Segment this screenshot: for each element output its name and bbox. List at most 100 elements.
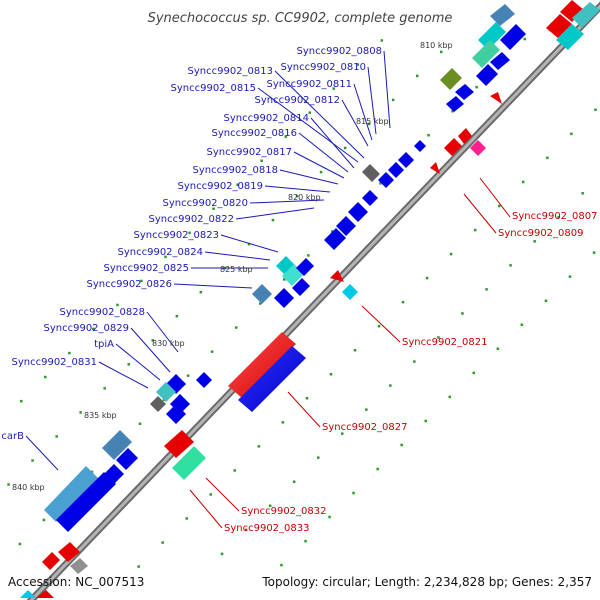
- scale-label: 830 kbp: [152, 339, 185, 348]
- forward-leader-line: [235, 207, 315, 220]
- gene-feature-forward: [378, 172, 394, 188]
- scale-tick: [103, 387, 106, 390]
- forward-leader-line: [274, 70, 365, 159]
- scale-tick: [308, 111, 311, 114]
- gene-label[interactable]: Syncc9902_0825: [104, 263, 190, 274]
- gene-label[interactable]: Syncc9902_0819: [178, 181, 264, 192]
- scale-tick: [380, 39, 384, 42]
- gene-label[interactable]: Syncc9902_0818: [193, 165, 279, 176]
- gene-label[interactable]: Syncc9902_0811: [267, 79, 353, 90]
- gene-feature-reverse: [560, 0, 584, 22]
- forward-leader-line: [146, 311, 179, 353]
- genome-summary-text: Topology: circular; Length: 2,234,828 bp…: [261, 575, 592, 589]
- scale-tick: [523, 37, 526, 41]
- gene-label[interactable]: Syncc9902_0827: [322, 422, 408, 433]
- gene-label[interactable]: Syncc9902_0808: [297, 46, 383, 57]
- forward-leader-line: [25, 435, 59, 471]
- gene-feature-forward: [348, 202, 368, 222]
- gene-feature-forward: [156, 382, 176, 402]
- scale-tick: [332, 87, 335, 90]
- gene-label[interactable]: Syncc9902_0826: [87, 279, 173, 290]
- gene-label[interactable]: Syncc9902_0810: [281, 62, 367, 73]
- gene-label[interactable]: Syncc9902_0823: [134, 230, 220, 241]
- gene-label[interactable]: Syncc9902_0822: [149, 214, 235, 225]
- forward-leader-line: [173, 283, 253, 289]
- reverse-leader-line: [361, 305, 401, 343]
- scale-tick: [283, 278, 286, 281]
- scale-tick: [377, 324, 381, 328]
- scale-tick: [280, 563, 283, 567]
- scale-tick: [233, 469, 236, 472]
- gene-feature-forward: [324, 228, 346, 250]
- genome-backbone: [26, 1, 600, 600]
- gene-label[interactable]: Syncc9902_0824: [118, 247, 204, 258]
- forward-leader-line: [298, 132, 349, 173]
- gene-feature-forward: [490, 4, 515, 26]
- scale-tick: [546, 156, 549, 160]
- gene-label[interactable]: carB: [1, 431, 24, 442]
- gene-feature-forward: [102, 430, 132, 460]
- gene-label[interactable]: tpiA: [94, 339, 114, 350]
- gene-label[interactable]: Syncc9902_0832: [241, 506, 327, 517]
- forward-leader-line: [383, 50, 391, 129]
- scale-tick: [581, 192, 584, 195]
- scale-tick: [140, 279, 143, 283]
- scale-tick: [55, 435, 58, 438]
- scale-ticks: [7, 37, 597, 568]
- scale-tick: [353, 349, 357, 352]
- gene-feature-reverse: [444, 138, 462, 156]
- scale-tick: [413, 360, 416, 363]
- scale-tick: [31, 459, 34, 462]
- forward-leader-line: [341, 99, 369, 147]
- gene-label[interactable]: Syncc9902_0814: [224, 113, 310, 124]
- gene-label[interactable]: Syncc9902_0820: [163, 198, 249, 209]
- scale-tick: [18, 542, 22, 546]
- gene-feature-reverse: [36, 590, 54, 598]
- scale-tick: [209, 493, 212, 496]
- scale-tick: [522, 180, 525, 184]
- scale-labels: 810 kbp 815 kbp 820 kbp 825 kbp 830 kbp …: [12, 41, 453, 492]
- gene-label[interactable]: Syncc9902_0817: [207, 147, 293, 158]
- scale-tick: [79, 411, 82, 414]
- gene-label[interactable]: Syncc9902_0821: [402, 337, 488, 348]
- scale-tick: [570, 132, 573, 136]
- gene-feature-reverse: [458, 128, 472, 144]
- gene-label[interactable]: Syncc9902_0813: [188, 66, 274, 77]
- gene-feature-forward: [116, 448, 138, 470]
- scale-tick: [594, 108, 597, 111]
- gene-feature-forward: [414, 140, 426, 152]
- gene-label[interactable]: Syncc9902_0833: [224, 523, 310, 534]
- gene-label[interactable]: Syncc9902_0809: [498, 228, 584, 239]
- reverse-leader-line: [205, 477, 240, 512]
- scale-tick: [400, 443, 403, 447]
- gene-label[interactable]: Syncc9902_0807: [512, 211, 598, 222]
- scale-tick: [427, 134, 430, 137]
- gene-feature-reverse: [164, 430, 194, 458]
- gene-feature-forward: [104, 464, 124, 484]
- forward-leader-line: [257, 87, 359, 163]
- gene-label[interactable]: Syncc9902_0831: [12, 357, 98, 368]
- scale-tick: [7, 483, 10, 486]
- gene-label[interactable]: Syncc9902_0812: [255, 95, 341, 106]
- forward-gene-labels: Syncc9902_0808 Syncc9902_0810 Syncc9902_…: [1, 46, 382, 442]
- scale-tick: [379, 182, 382, 185]
- gene-feature-reverse: [20, 590, 36, 598]
- scale-tick: [271, 218, 275, 222]
- label-leader-lines: [25, 50, 511, 529]
- gene-feature-forward: [472, 40, 500, 68]
- gene-label[interactable]: Syncc9902_0828: [60, 307, 146, 318]
- gene-feature-forward: [455, 84, 474, 100]
- gene-label[interactable]: Syncc9902_0815: [171, 83, 257, 94]
- scale-tick: [365, 408, 368, 411]
- scale-tick: [307, 254, 310, 257]
- scale-tick: [424, 419, 427, 423]
- gene-label[interactable]: Syncc9902_0829: [44, 323, 130, 334]
- forward-leader-line: [130, 327, 171, 373]
- scale-tick: [235, 326, 238, 329]
- gene-feature-forward: [440, 68, 462, 90]
- gene-feature-reverse: [330, 270, 344, 282]
- scale-tick: [138, 422, 142, 425]
- gene-label[interactable]: Syncc9902_0816: [212, 128, 298, 139]
- forward-leader-line: [220, 234, 279, 253]
- forward-leader-line: [204, 251, 271, 261]
